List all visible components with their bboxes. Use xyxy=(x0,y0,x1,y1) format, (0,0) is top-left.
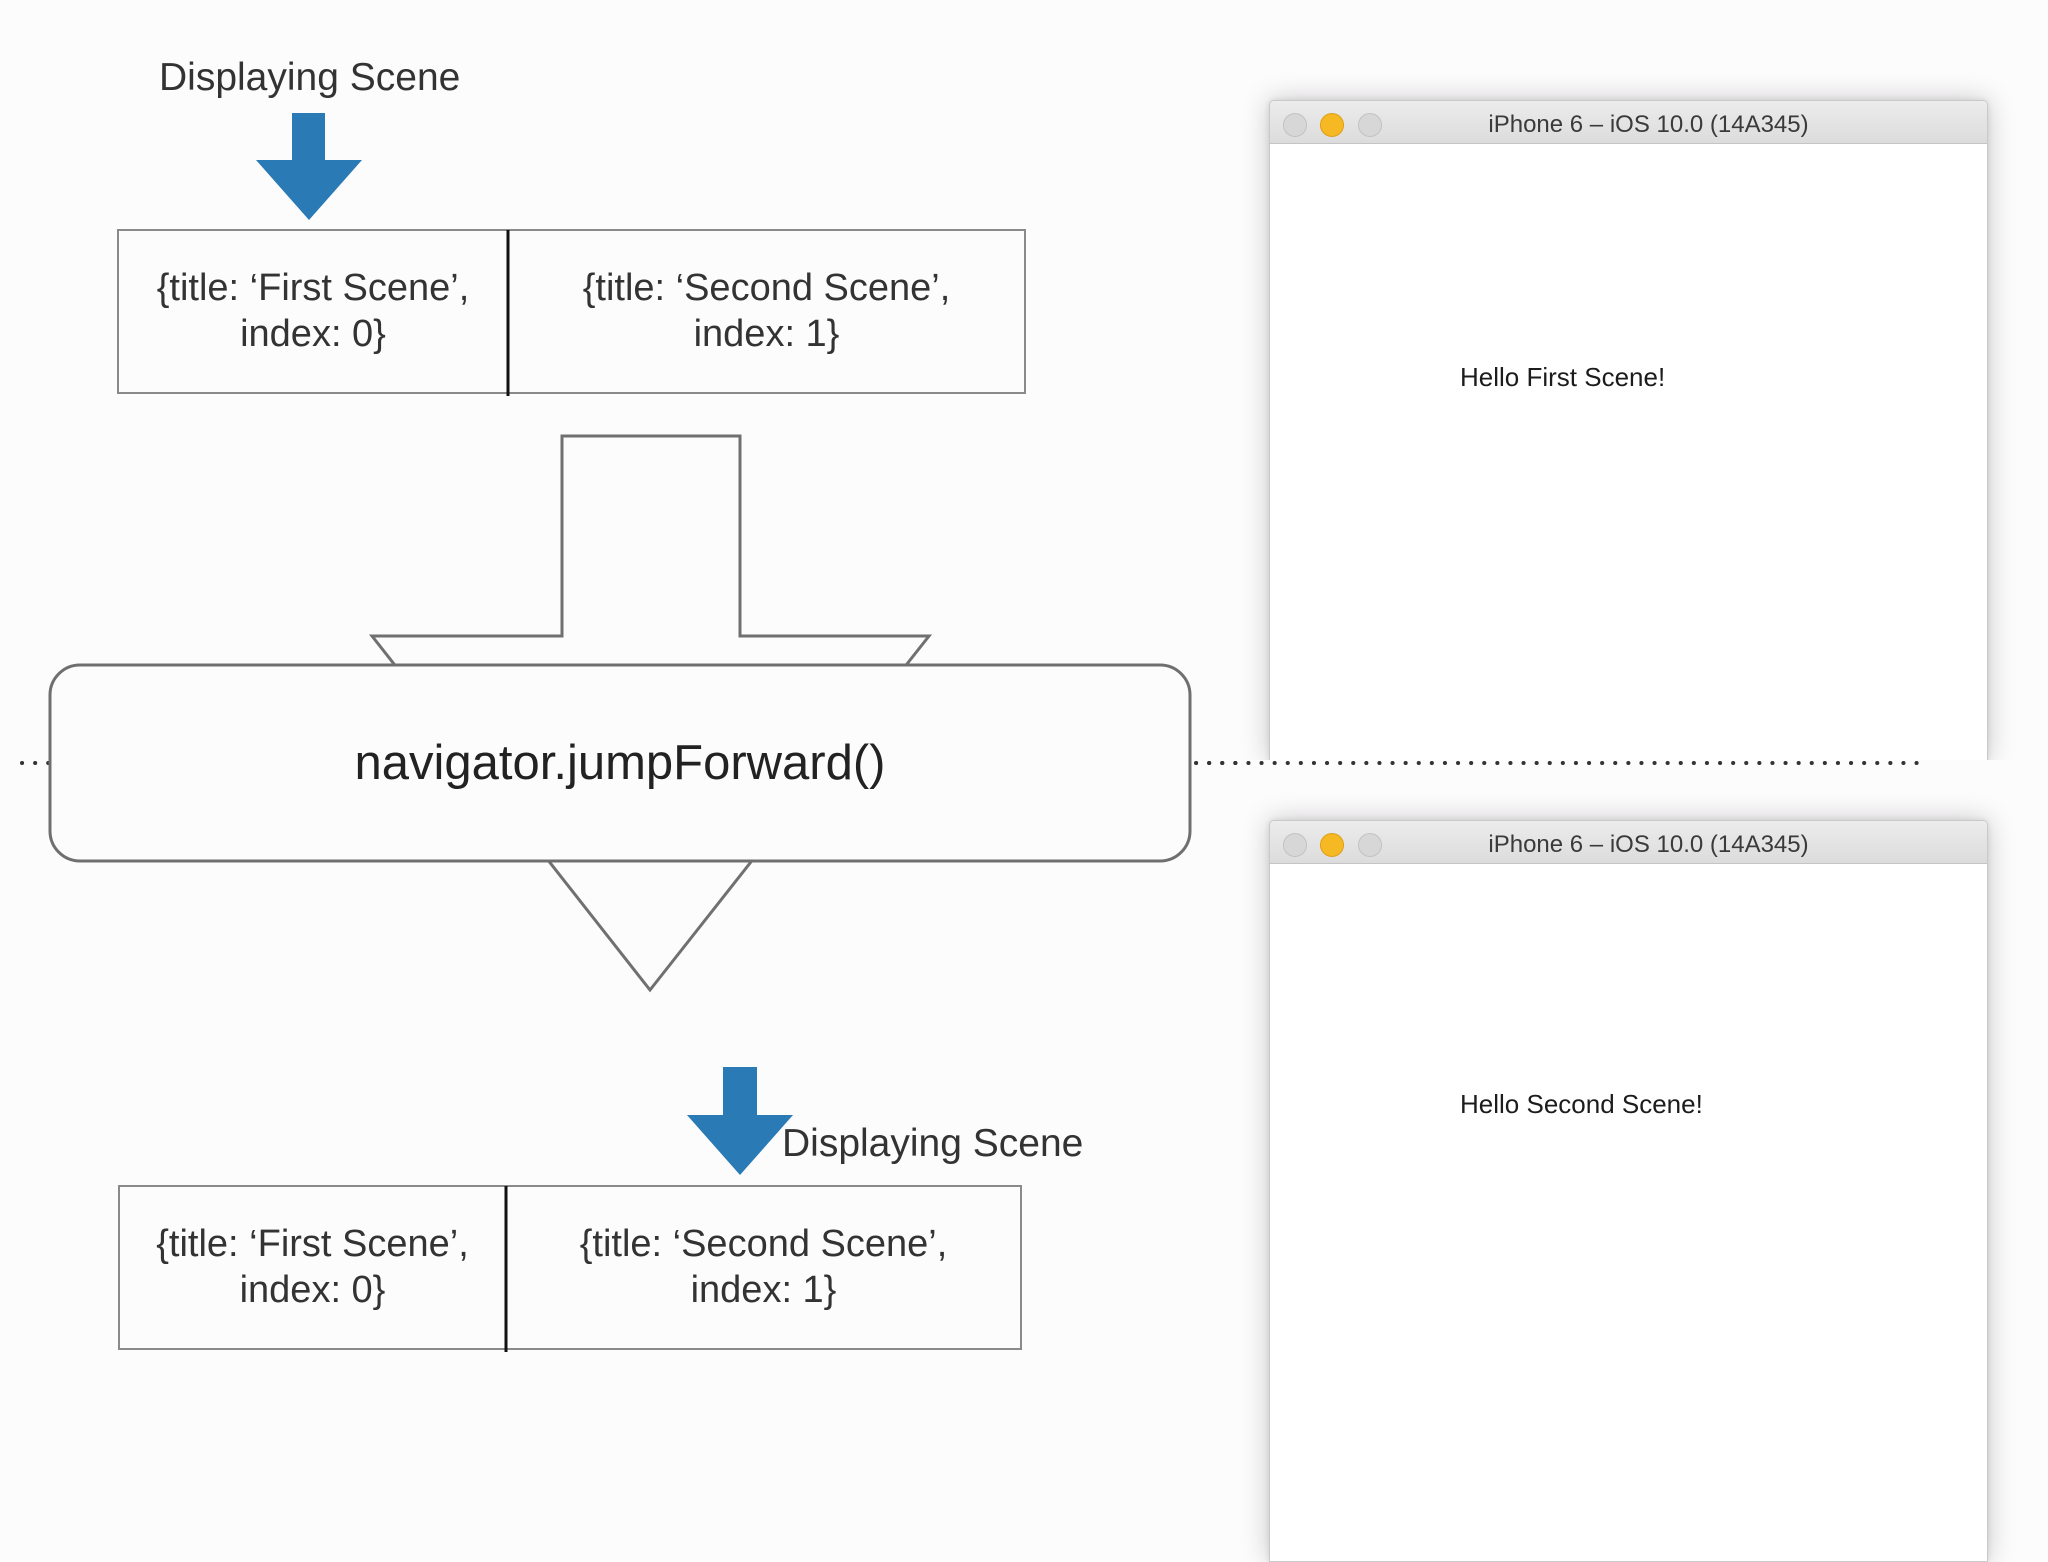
simulator-titlebar[interactable]: iPhone 6 – iOS 10.0 (14A345) xyxy=(1270,101,1987,144)
scene-text: Hello First Scene! xyxy=(1460,362,1666,392)
top-cell-second-line1: {title: ‘Second Scene’, xyxy=(582,267,951,309)
top-cell-second-line2: index: 1} xyxy=(693,313,840,355)
simulator-window-first: iPhone 6 – iOS 10.0 (14A345) Hello First… xyxy=(1269,100,1988,762)
bottom-cell-first-text: {title: ‘First Scene’, index: 0} xyxy=(119,1221,506,1313)
top-pointer-label: Displaying Scene xyxy=(159,56,461,99)
dotted-separator-overlay xyxy=(1196,761,1922,765)
simulator-window-second: iPhone 6 – iOS 10.0 (14A345) Hello Secon… xyxy=(1269,820,1988,1562)
top-cell-first-line1: {title: ‘First Scene’, xyxy=(156,267,470,309)
simulator-titlebar[interactable]: iPhone 6 – iOS 10.0 (14A345) xyxy=(1270,821,1987,864)
minimize-window-icon[interactable] xyxy=(1320,833,1344,857)
top-cell-second-text: {title: ‘Second Scene’, index: 1} xyxy=(508,265,1025,357)
simulator-title: iPhone 6 – iOS 10.0 (14A345) xyxy=(1488,831,1809,858)
scene-text: Hello Second Scene! xyxy=(1460,1089,1703,1119)
minimize-window-icon[interactable] xyxy=(1320,113,1344,137)
top-stack-cell-second xyxy=(507,229,1026,394)
zoom-window-icon[interactable] xyxy=(1358,833,1382,857)
window-gap xyxy=(1240,760,2048,820)
action-box xyxy=(48,663,1192,863)
bottom-stack-cell-first xyxy=(118,1185,507,1350)
bottom-pointer-label: Displaying Scene xyxy=(782,1122,1084,1165)
bottom-pointer-arrow xyxy=(687,1067,793,1175)
bottom-cell-first-line2: index: 0} xyxy=(239,1269,386,1311)
top-pointer-arrow xyxy=(256,113,362,220)
bottom-cell-second-text: {title: ‘Second Scene’, index: 1} xyxy=(506,1221,1021,1313)
simulator-screen[interactable]: Hello First Scene! xyxy=(1270,144,1987,761)
bottom-cell-second-line2: index: 1} xyxy=(690,1269,837,1311)
bottom-cell-first-line1: {title: ‘First Scene’, xyxy=(156,1223,469,1265)
simulator-screen[interactable]: Hello Second Scene! xyxy=(1270,864,1987,1561)
bottom-cell-second-line1: {title: ‘Second Scene’, xyxy=(579,1223,948,1265)
top-cell-first-text: {title: ‘First Scene’, index: 0} xyxy=(118,265,508,357)
simulator-title: iPhone 6 – iOS 10.0 (14A345) xyxy=(1488,111,1809,138)
zoom-window-icon[interactable] xyxy=(1358,113,1382,137)
top-stack-cell-first xyxy=(117,229,509,394)
close-window-icon[interactable] xyxy=(1283,833,1307,857)
close-window-icon[interactable] xyxy=(1283,113,1307,137)
action-label: navigator.jumpForward() xyxy=(354,736,886,790)
top-cell-first-line2: index: 0} xyxy=(240,313,386,355)
